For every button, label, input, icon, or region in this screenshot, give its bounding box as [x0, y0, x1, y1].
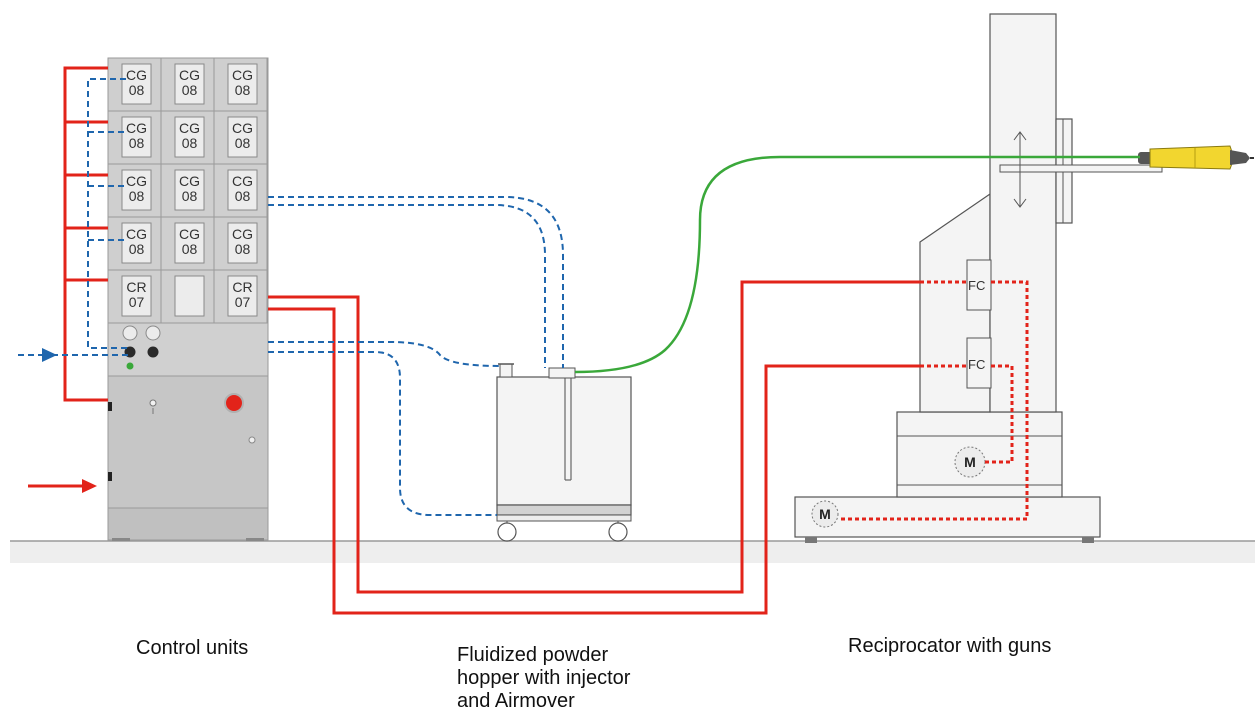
control-module-label: CR: [232, 279, 252, 295]
indicator-lamp: [248, 436, 256, 444]
control-module-label: 08: [129, 241, 145, 257]
control-module-label: CR: [126, 279, 146, 295]
control-module-label: 07: [235, 294, 251, 310]
spray-gun: [1138, 145, 1254, 170]
flow-controller-1: [966, 259, 992, 311]
cabinet-foot-left: [112, 538, 130, 541]
electrical-connections: [63, 66, 920, 615]
control-module-label: CG: [179, 173, 200, 189]
floor: [10, 541, 1255, 563]
control-module-label: 08: [235, 82, 251, 98]
control-module-label: CG: [126, 226, 147, 242]
control-module: [174, 116, 205, 158]
control-module-label: 08: [182, 82, 198, 98]
control-module-label: 08: [235, 241, 251, 257]
motor-horizontal-label: M: [819, 506, 831, 522]
control-module: [121, 222, 152, 264]
control-module: [227, 169, 258, 211]
powder-hose: [574, 155, 1140, 374]
caption-hopper-line-1: Fluidized powder: [457, 644, 609, 666]
control-module-label: 08: [182, 135, 198, 151]
cable-gland-2: [108, 472, 112, 481]
control-module-label: 08: [235, 135, 251, 151]
control-module-label: CG: [232, 173, 253, 189]
pressure-gauge-1: [122, 325, 138, 341]
control-module: [121, 116, 152, 158]
caption-control-units: Control units: [136, 637, 248, 660]
caption-hopper-line-3: and Airmover: [457, 690, 575, 712]
control-module-label: CG: [126, 173, 147, 189]
control-module-label: 08: [129, 188, 145, 204]
control-module: [227, 275, 258, 317]
caption-control-units-text: Control units: [136, 637, 249, 659]
control-module: [174, 169, 205, 211]
control-module-label: CG: [232, 226, 253, 242]
control-module: [121, 169, 152, 211]
control-module-grid: CG08CG08CG08CG08CG08CG08CG08CG08CG08CG08…: [107, 57, 268, 324]
caption-reciprocator-text: Reciprocator with guns: [848, 635, 1052, 657]
control-module-label: 08: [182, 241, 198, 257]
control-module-label: 08: [182, 188, 198, 204]
control-module-label: CG: [232, 67, 253, 83]
blank-module: [174, 275, 205, 317]
control-module-label: CG: [179, 120, 200, 136]
air-connections: [18, 78, 564, 516]
caption-reciprocator: Reciprocator with guns: [848, 635, 1051, 658]
control-module-label: 08: [129, 82, 145, 98]
control-module-label: CG: [179, 226, 200, 242]
hopper-wheel-2: [608, 522, 628, 542]
status-lamp-green: [126, 362, 134, 370]
flow-controller-1-label: FC: [968, 278, 985, 293]
control-module-label: CG: [126, 67, 147, 83]
emergency-stop-button: [224, 393, 244, 413]
motor-control-lines: [838, 280, 1029, 521]
power-supply-arrow: [82, 479, 97, 493]
flow-controller-2-label: FC: [968, 357, 985, 372]
hopper-wheel-1: [497, 522, 517, 542]
control-module: [227, 116, 258, 158]
control-module-label: 08: [235, 188, 251, 204]
flow-controller-2: [966, 337, 992, 389]
powder-hopper: [496, 363, 632, 522]
control-module: [121, 63, 152, 105]
control-module: [227, 63, 258, 105]
air-knob-2: [147, 346, 159, 358]
control-module-label: 07: [129, 294, 145, 310]
control-module: [121, 275, 152, 317]
caption-hopper-line-2: hopper with injector: [457, 667, 631, 689]
control-module: [174, 63, 205, 105]
caption-hopper: Fluidized powder hopper with injector an…: [457, 644, 630, 713]
control-module-label: CG: [179, 67, 200, 83]
control-module-label: CG: [126, 120, 147, 136]
compressed-air-arrow: [42, 348, 57, 362]
key-switch: [149, 399, 157, 407]
control-module-label: 08: [129, 135, 145, 151]
cable-gland-1: [108, 402, 112, 411]
control-module: [174, 222, 205, 264]
control-module-label: CG: [232, 120, 253, 136]
motor-vertical-label: M: [964, 454, 976, 470]
cabinet-foot-right: [246, 538, 264, 541]
pressure-gauge-2: [145, 325, 161, 341]
control-module: [227, 222, 258, 264]
motor-horizontal: [811, 500, 839, 528]
